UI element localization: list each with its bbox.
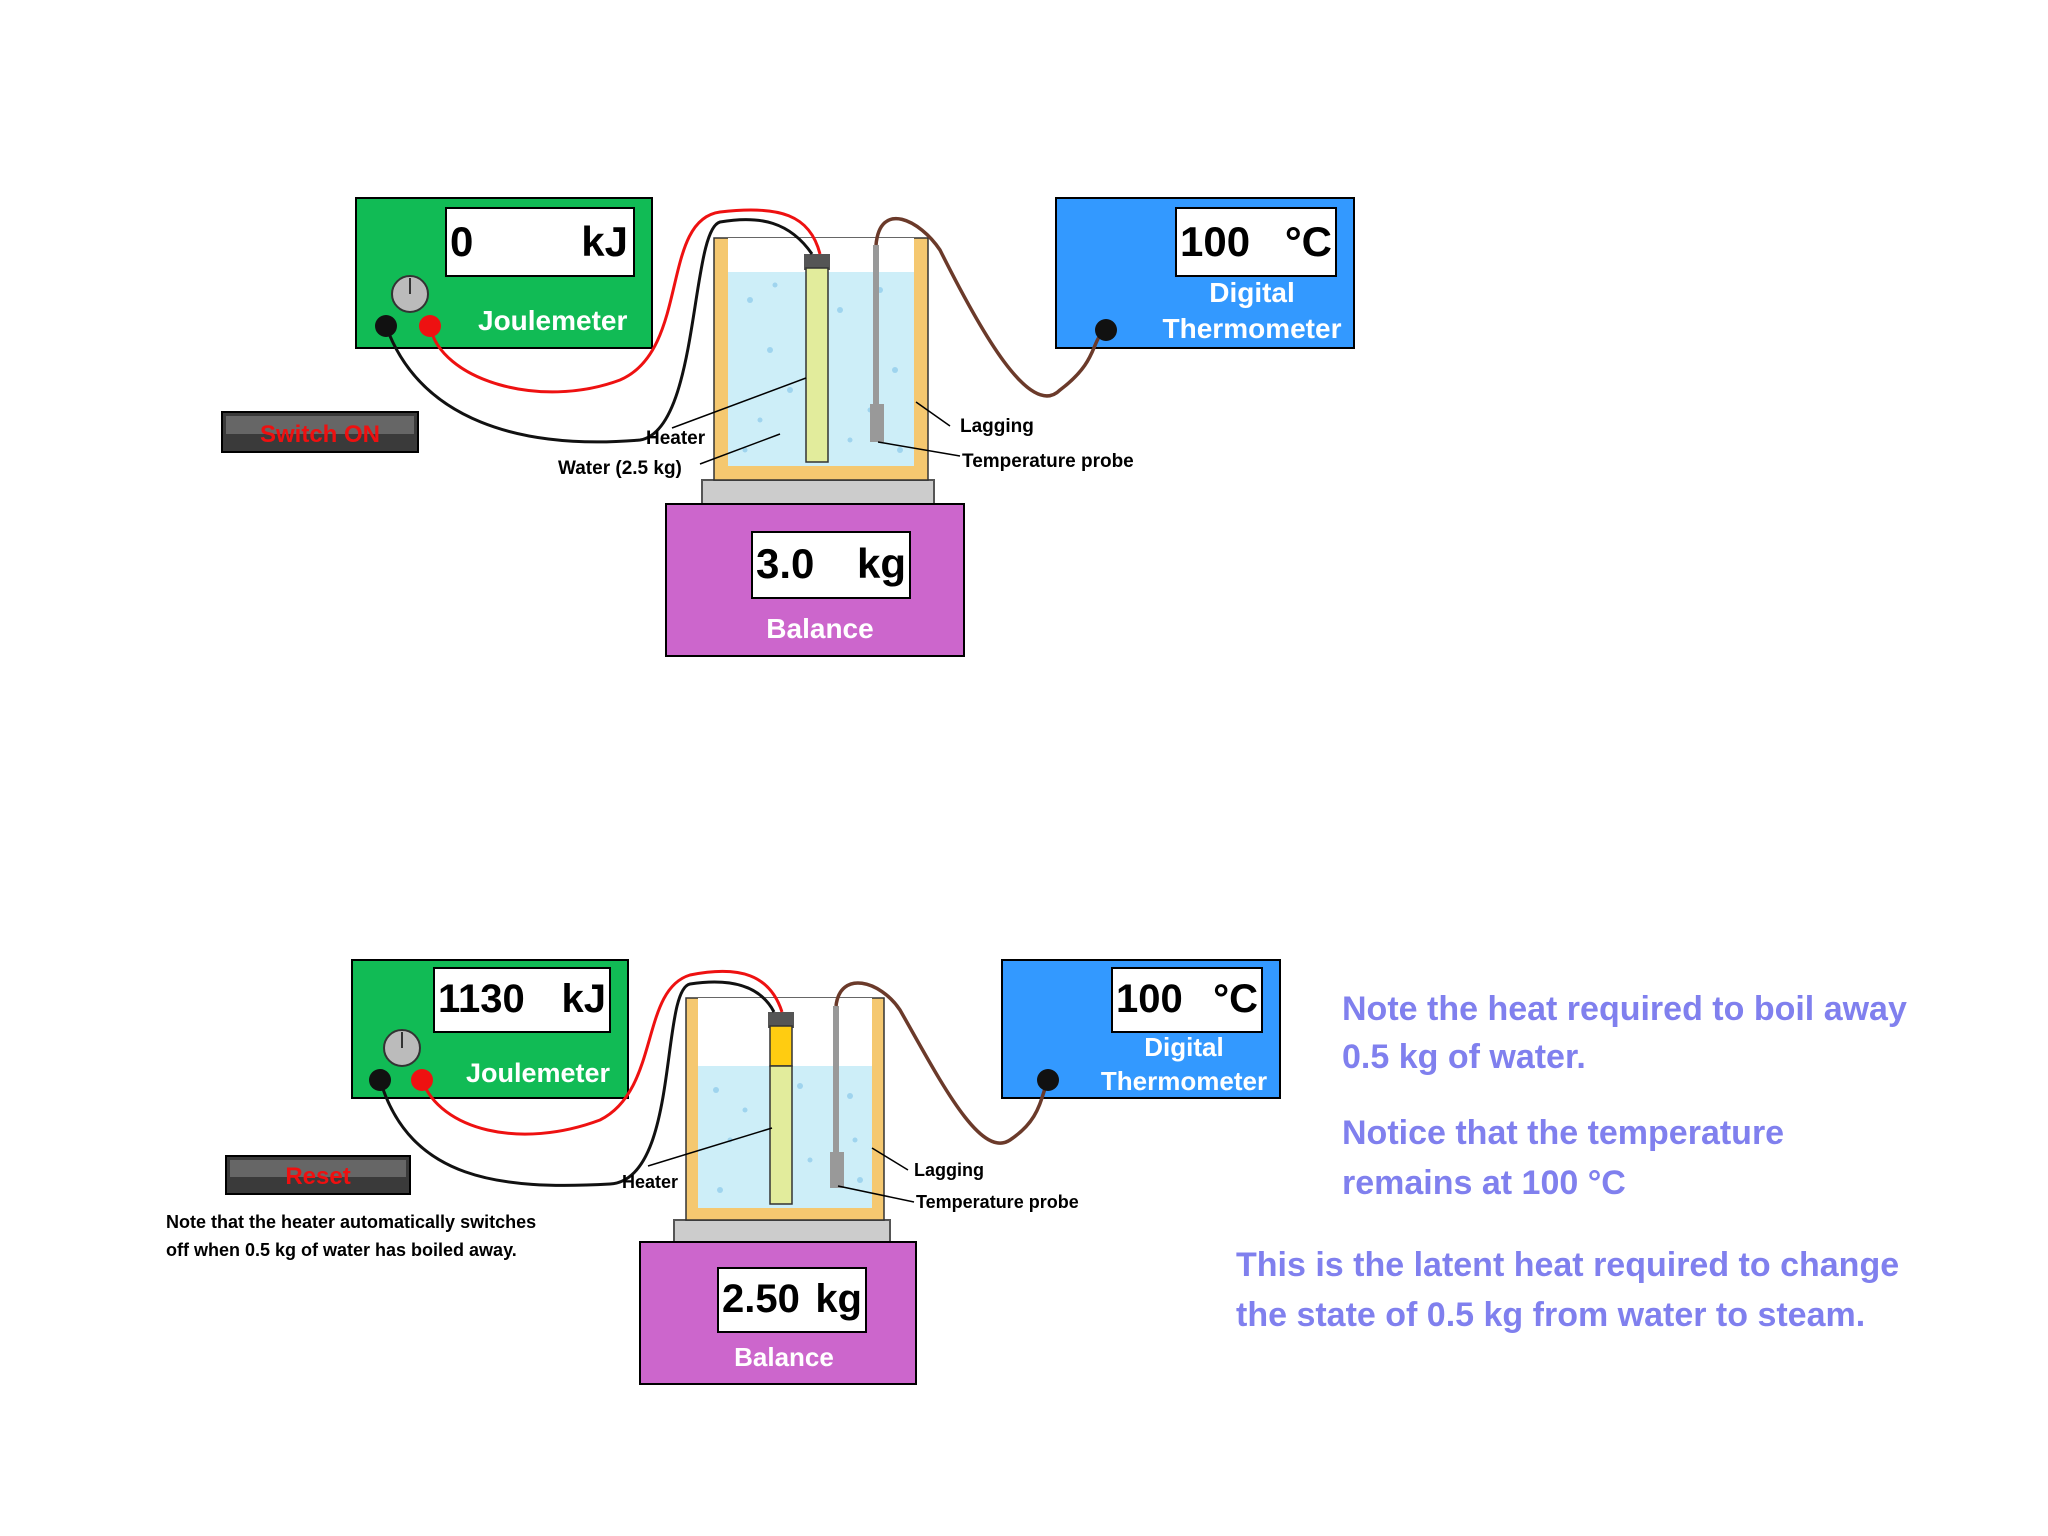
bottom-probe-cable bbox=[834, 981, 1050, 1145]
top-lagging-label: Lagging bbox=[960, 416, 1034, 437]
top-red-terminal bbox=[419, 315, 441, 337]
top-joulemeter-reading: 0 bbox=[450, 218, 473, 265]
top-thermometer-unit: °C bbox=[1285, 218, 1332, 265]
top-thermometer-label-2: Thermometer bbox=[1163, 313, 1342, 344]
top-joulemeter: 0 kJ Joulemeter bbox=[355, 197, 653, 349]
top-temperature-probe bbox=[870, 245, 884, 442]
bottom-joulemeter-label: Joulemeter bbox=[466, 1058, 611, 1088]
bottom-heater-label: Heater bbox=[622, 1172, 678, 1192]
top-thermometer-label-1: Digital bbox=[1209, 277, 1295, 308]
switch-on-label: Switch ON bbox=[260, 421, 380, 448]
top-thermometer-display bbox=[1175, 207, 1337, 277]
bottom-red-wire bbox=[420, 969, 784, 1136]
top-black-wire bbox=[384, 218, 814, 444]
top-diagram: 0 kJ Joulemeter 100 °C Digital Thermomet… bbox=[221, 197, 1355, 657]
top-thermometer-socket bbox=[1095, 319, 1117, 341]
bottom-balance-reading: 2.50 bbox=[722, 1277, 800, 1321]
top-balance-unit: kg bbox=[857, 540, 906, 587]
bottom-heater bbox=[768, 1012, 794, 1205]
bottom-black-wire bbox=[378, 980, 776, 1187]
top-balance-reading: 3.0 bbox=[756, 540, 814, 587]
bottom-balance-label: Balance bbox=[734, 1342, 834, 1372]
top-balance-label: Balance bbox=[766, 613, 873, 644]
top-black-terminal bbox=[375, 315, 397, 337]
bottom-thermometer-unit: °C bbox=[1213, 977, 1258, 1021]
bottom-temperature-probe bbox=[830, 1006, 844, 1188]
note-3-line-2: the state of 0.5 kg from water to steam. bbox=[1236, 1296, 1865, 1334]
bottom-lagging-label: Lagging bbox=[914, 1160, 984, 1180]
bottom-joulemeter: 1130 kJ Joulemeter bbox=[351, 959, 629, 1099]
note-1-line-2: 0.5 kg of water. bbox=[1342, 1038, 1586, 1076]
bottom-joulemeter-reading: 1130 bbox=[438, 977, 525, 1021]
note-3-line-1: This is the latent heat required to chan… bbox=[1236, 1246, 1899, 1284]
note-1-line-1: Note the heat required to boil away bbox=[1342, 990, 1907, 1028]
top-joulemeter-unit: kJ bbox=[581, 218, 628, 265]
top-probe-label: Temperature probe bbox=[962, 451, 1134, 472]
note-2-line-1: Notice that the temperature bbox=[1342, 1114, 1784, 1152]
bottom-balance: 2.50 kg Balance bbox=[639, 1219, 917, 1385]
top-heater-label: Heater bbox=[646, 428, 706, 449]
bottom-black-terminal bbox=[369, 1069, 391, 1091]
bottom-joulemeter-unit: kJ bbox=[562, 977, 607, 1021]
top-water-label: Water (2.5 kg) bbox=[558, 458, 682, 479]
top-thermometer-reading: 100 bbox=[1180, 218, 1250, 265]
top-red-wire bbox=[428, 208, 822, 394]
auto-switch-note-line-2: off when 0.5 kg of water has boiled away… bbox=[166, 1240, 517, 1260]
bottom-thermometer-reading: 100 bbox=[1116, 977, 1183, 1021]
top-balance-display bbox=[751, 531, 911, 599]
note-2-line-2: remains at 100 °C bbox=[1342, 1164, 1626, 1202]
notes: Note the heat required to boil away 0.5 … bbox=[1236, 990, 1907, 1334]
bottom-joulemeter-display bbox=[433, 967, 611, 1033]
top-probe-cable bbox=[874, 216, 1108, 398]
bottom-red-terminal bbox=[411, 1069, 433, 1091]
auto-switch-note-line-1: Note that the heater automatically switc… bbox=[166, 1212, 536, 1232]
bottom-balance-display bbox=[717, 1267, 867, 1333]
switch-on-button[interactable]: Switch ON bbox=[221, 411, 419, 453]
top-joulemeter-display bbox=[445, 207, 635, 277]
reset-button[interactable]: Reset bbox=[225, 1155, 411, 1195]
bottom-thermometer-socket bbox=[1037, 1069, 1059, 1091]
bottom-diagram: 1130 kJ Joulemeter 100 °C Digital Thermo… bbox=[166, 959, 1281, 1385]
bottom-balance-unit: kg bbox=[815, 1277, 862, 1321]
bottom-thermometer-label-1: Digital bbox=[1144, 1032, 1223, 1062]
top-balance: 3.0 kg Balance bbox=[665, 479, 965, 657]
top-heater bbox=[804, 254, 830, 463]
reset-label: Reset bbox=[285, 1163, 350, 1190]
bottom-thermometer-label-2: Thermometer bbox=[1101, 1066, 1267, 1096]
bottom-thermometer-display bbox=[1111, 967, 1263, 1033]
bottom-probe-label: Temperature probe bbox=[916, 1192, 1079, 1212]
top-joulemeter-label: Joulemeter bbox=[478, 305, 627, 336]
